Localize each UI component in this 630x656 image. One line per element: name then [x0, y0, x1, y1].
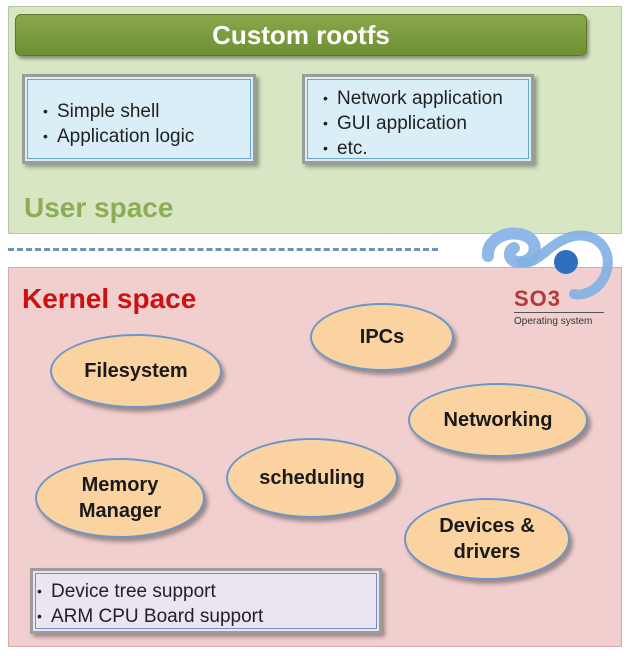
so3-logo-subtitle: Operating system [514, 316, 593, 327]
so3-logo-text: SO3 [514, 286, 562, 311]
list-item: GUI application [323, 111, 503, 136]
devices-drivers-label-line1: Devices & [439, 515, 535, 537]
scheduling-label: scheduling [259, 467, 365, 489]
kernel-support-box: Device tree support ARM CPU Board suppor… [30, 568, 382, 634]
memory-manager-component: Memory Manager [35, 458, 205, 538]
ipcs-label: IPCs [359, 326, 405, 348]
user-space-label: User space [24, 192, 174, 223]
list-item: Simple shell [43, 99, 194, 124]
devices-drivers-label-line2: drivers [453, 541, 521, 563]
list-item: Application logic [43, 124, 194, 149]
memory-manager-label-line2: Manager [78, 500, 162, 522]
custom-rootfs-title: Custom rootfs [212, 19, 390, 50]
devices-drivers-component: Devices & drivers [404, 498, 570, 580]
kernel-space-label: Kernel space [22, 283, 197, 314]
filesystem-label: Filesystem [84, 360, 188, 382]
networking-label: Networking [443, 409, 553, 431]
ipcs-component: IPCs [310, 303, 454, 371]
list-item: Device tree support [37, 579, 263, 604]
user-app-list-left: Simple shell Application logic [43, 99, 194, 149]
networking-component: Networking [408, 383, 588, 457]
list-item: Network application [323, 86, 503, 111]
custom-rootfs-banner: Custom rootfs [15, 14, 587, 56]
user-app-box-right: Network application GUI application etc. [302, 74, 534, 164]
so3-logo-icon [482, 227, 613, 300]
scheduling-component: scheduling [226, 438, 398, 518]
user-app-list-right: Network application GUI application etc. [323, 86, 503, 161]
kernel-support-list: Device tree support ARM CPU Board suppor… [37, 579, 263, 629]
user-app-box-left: Simple shell Application logic [22, 74, 256, 164]
filesystem-component: Filesystem [50, 334, 222, 408]
space-separator-line [8, 248, 438, 251]
list-item: etc. [323, 136, 503, 161]
list-item: ARM CPU Board support [37, 604, 263, 629]
logo-divider [514, 312, 604, 313]
memory-manager-label-line1: Memory [81, 474, 159, 496]
